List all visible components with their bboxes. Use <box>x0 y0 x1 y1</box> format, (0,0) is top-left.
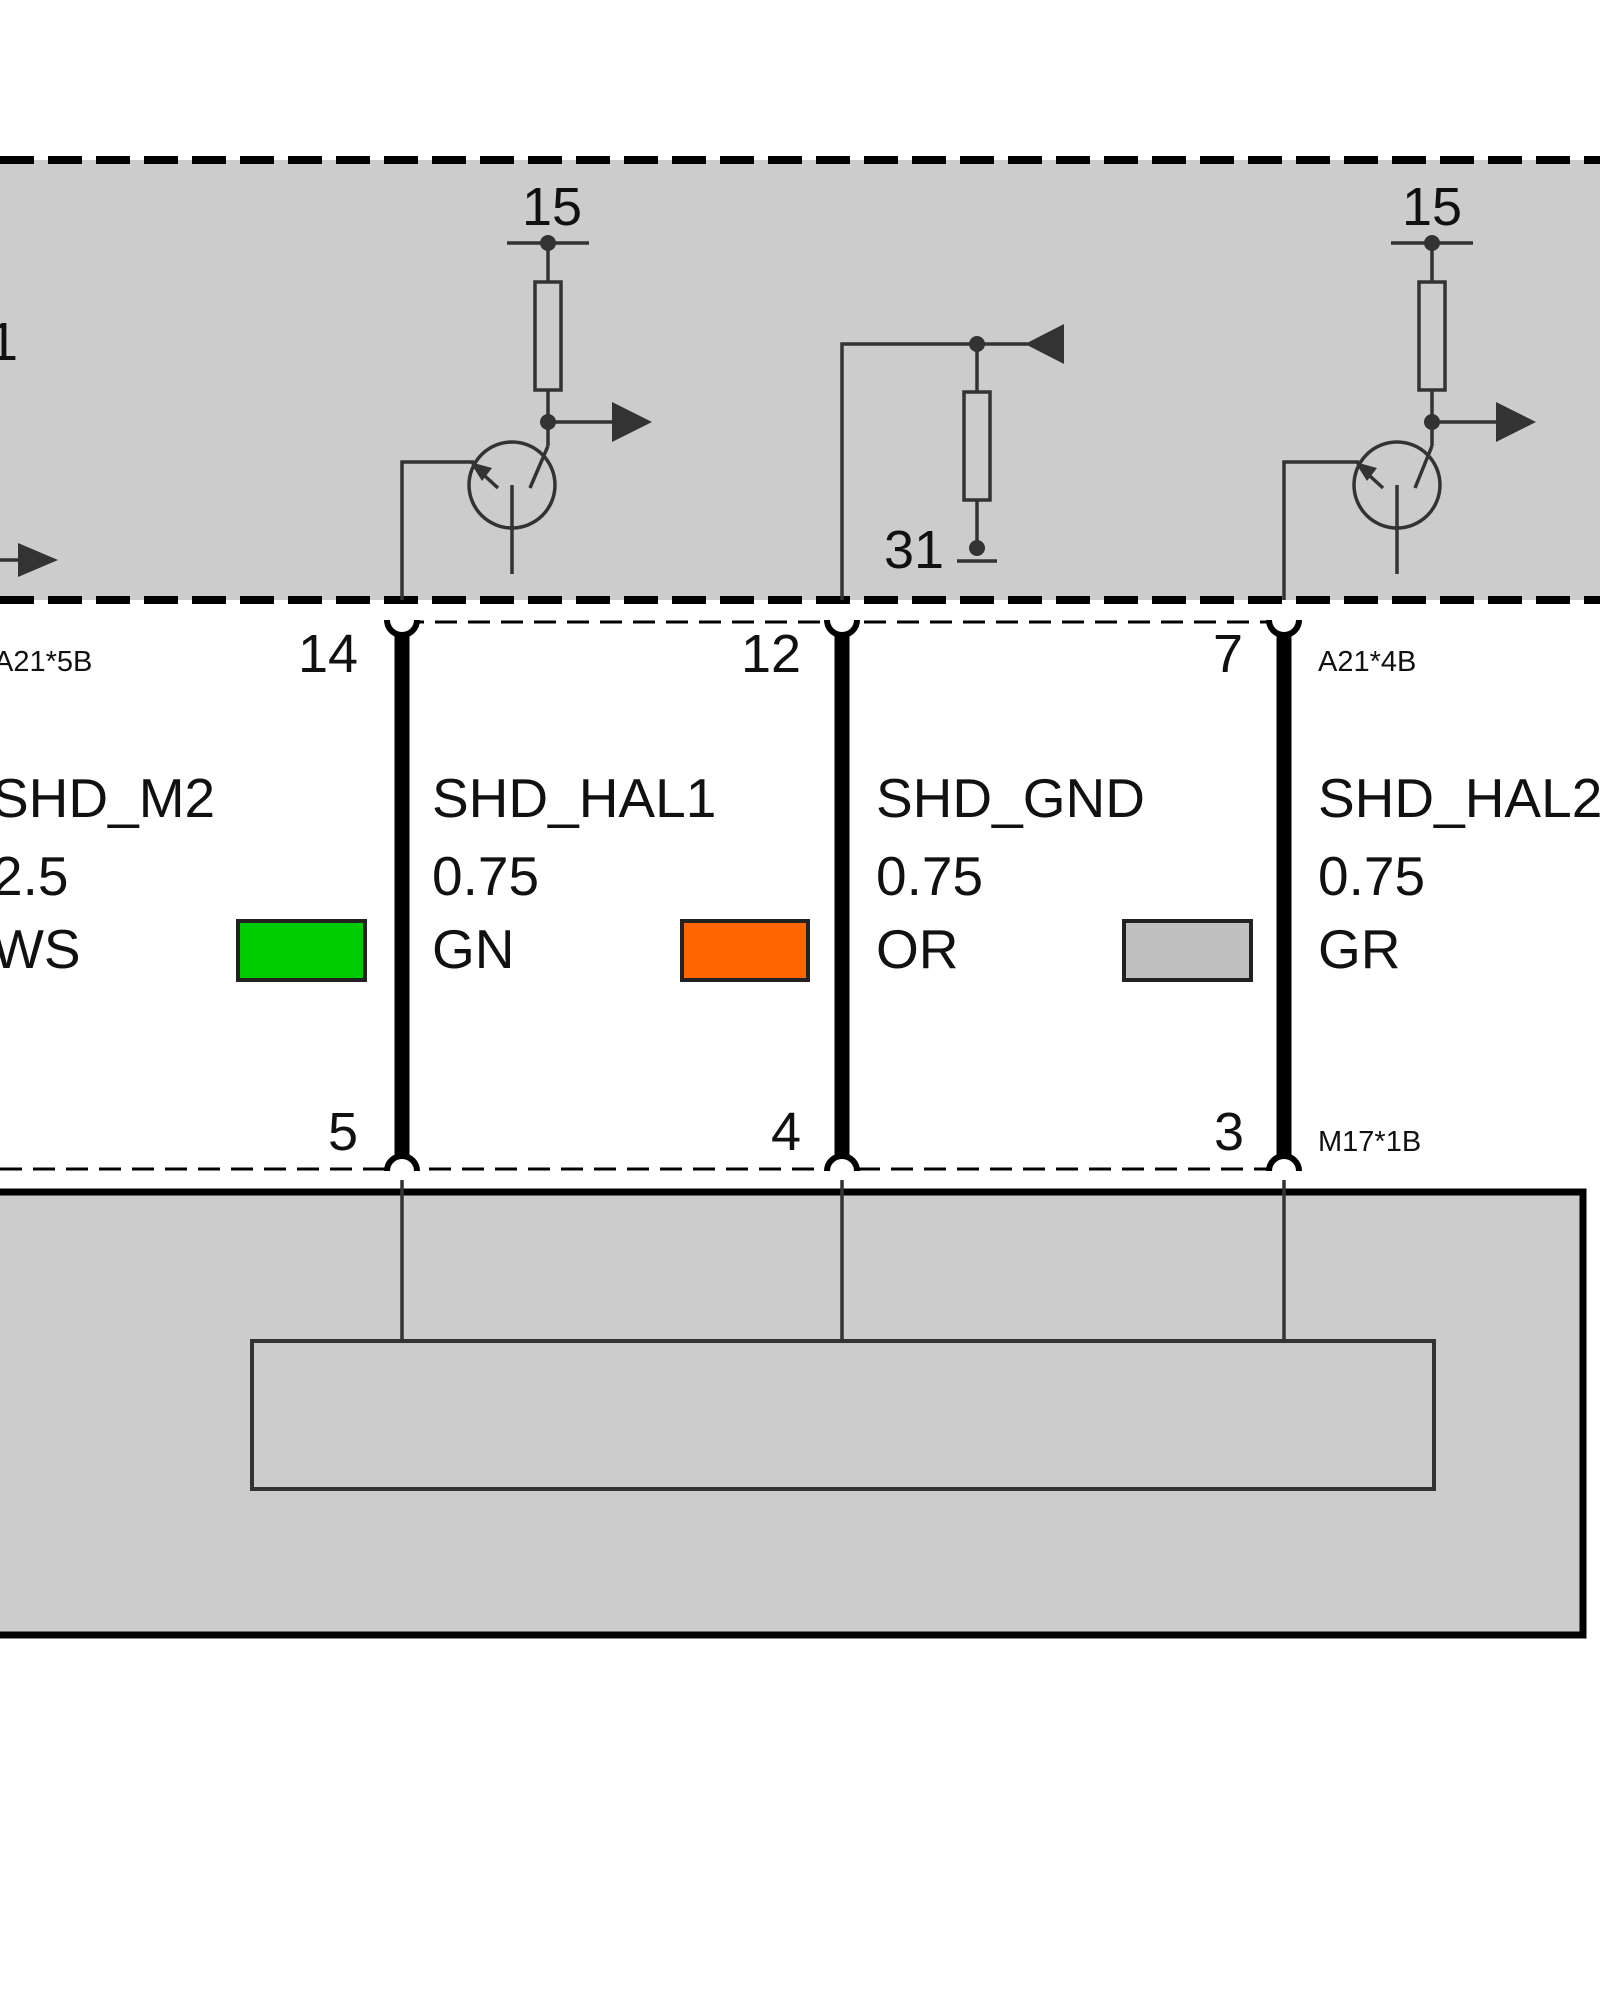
color-swatch-orange <box>680 919 810 982</box>
left-edge-label: 1 <box>0 312 18 372</box>
wire-name: SHD_HAL1 <box>432 767 716 829</box>
wire-label-shd-m2: SHD_M2 2.5 WS <box>0 767 215 980</box>
wire-label-shd-hal2: SHD_HAL2 0.75 GR <box>1318 767 1600 980</box>
ground-reference-circuit: 31 <box>840 324 1064 600</box>
wire-section: 0.75 <box>876 845 983 907</box>
signal-line-hal1 <box>400 460 474 600</box>
transistor-circuit-right: 15 <box>1282 177 1536 600</box>
pin-label-14: 14 <box>298 624 358 684</box>
wire-section: 0.75 <box>432 845 539 907</box>
supply-label-right: 15 <box>1402 177 1462 237</box>
connector-label-m17-1b: M17*1B <box>1318 1126 1421 1158</box>
transistor-left-collector <box>528 445 550 489</box>
wire-label-shd-gnd: SHD_GND 0.75 OR <box>876 767 1145 980</box>
wire-section: 2.5 <box>0 845 68 907</box>
ground-node <box>969 540 985 556</box>
ground-label: 31 <box>884 520 944 580</box>
pin-terminal-4 <box>824 1153 860 1172</box>
connector-label-a21-5b: A21*5B <box>0 646 92 678</box>
signal-line-gnd <box>840 342 1028 600</box>
emitter-arrow-right-icon <box>1355 462 1377 481</box>
motor-inner-block <box>250 1339 1436 1491</box>
signal-line-hal2 <box>1282 460 1359 600</box>
wire-name: SHD_GND <box>876 767 1145 829</box>
pin-label-4: 4 <box>771 1102 801 1162</box>
wire-color-code: WS <box>0 918 81 980</box>
left-output-arrow-icon <box>18 543 58 577</box>
wire-color-code: GN <box>432 918 515 980</box>
motor-module-bottom <box>0 1180 1587 1639</box>
pin-terminal-5 <box>384 1153 420 1172</box>
transistor-circuit-left: 15 <box>400 177 652 600</box>
emitter-arrow-left-icon <box>470 462 492 481</box>
transistor-right-collector <box>1413 445 1434 489</box>
reference-arrow-icon <box>1025 324 1064 364</box>
pin-label-7: 7 <box>1213 624 1243 684</box>
pin-terminal-12 <box>824 619 860 638</box>
color-swatch-green <box>236 919 367 982</box>
pin-terminals <box>384 619 1302 1172</box>
pin-label-5: 5 <box>328 1102 358 1162</box>
output-arrow-right-icon <box>1496 402 1536 442</box>
wire-label-shd-hal1: SHD_HAL1 0.75 GN <box>432 767 716 980</box>
pin-terminal-7 <box>1266 619 1302 638</box>
pin-label-12: 12 <box>741 624 801 684</box>
control-unit-body <box>0 160 1600 600</box>
pin-label-3: 3 <box>1214 1102 1244 1162</box>
control-unit-top: 1 15 31 <box>0 156 1600 604</box>
harness-wires <box>394 628 1292 1163</box>
wire-name: SHD_HAL2 <box>1318 767 1600 829</box>
color-swatch-grey <box>1122 919 1253 982</box>
wire-section: 0.75 <box>1318 845 1425 907</box>
connector-label-a21-4b: A21*4B <box>1318 646 1416 678</box>
supply-label-left: 15 <box>522 177 582 237</box>
wire-color-code: GR <box>1318 918 1401 980</box>
wire-color-code: OR <box>876 918 959 980</box>
pin-terminal-14 <box>384 619 420 638</box>
pin-terminal-3 <box>1266 1153 1302 1172</box>
output-arrow-left-icon <box>612 402 652 442</box>
wire-name: SHD_M2 <box>0 767 215 829</box>
